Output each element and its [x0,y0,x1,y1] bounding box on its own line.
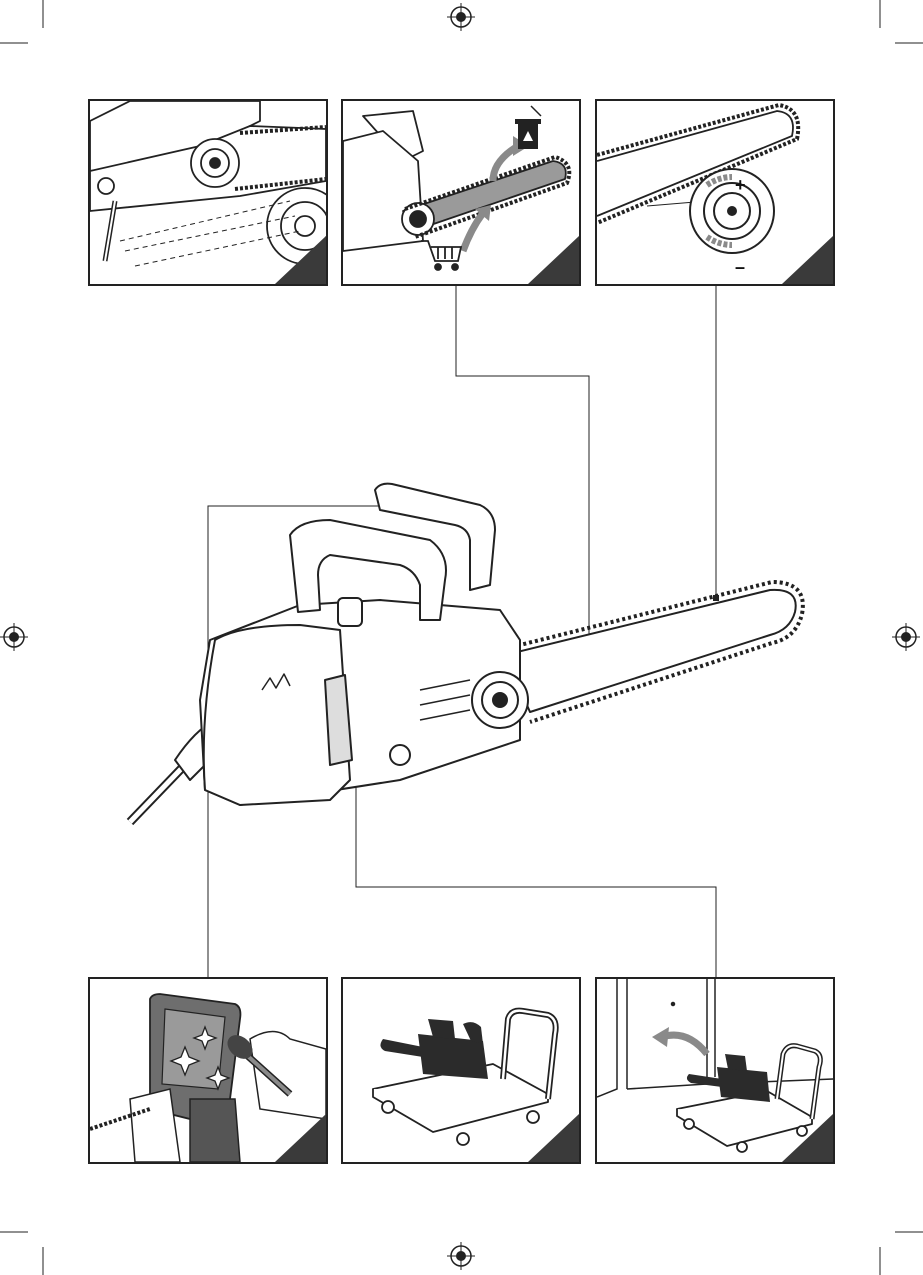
recycle-bin-icon [515,106,541,149]
shopping-cart-icon [421,241,461,270]
tension-knob-icon: + – [597,101,833,284]
storage-cabinet-icon [597,979,833,1162]
cleaning-brush-icon [90,979,326,1162]
registration-mark-bottom [447,1242,475,1270]
plus-sign: + [735,175,746,195]
chain-brake-lever-icon [90,101,326,284]
registration-mark-left [0,623,28,651]
chainsaw-illustration [130,484,803,822]
panel-transport [341,977,581,1164]
cart-transport-icon [343,979,579,1162]
corner-tab [275,1114,326,1162]
minus-sign: – [735,257,745,277]
panel-cleaning [88,977,328,1164]
panel-storage [595,977,835,1164]
panel-bar-chain-replace [341,99,581,286]
corner-tab [782,236,833,284]
bar-replace-recycle-icon [343,101,579,284]
registration-mark-right [892,623,920,651]
chainsaw-silhouette-icon [380,1019,488,1079]
panel-chain-tension: + – [595,99,835,286]
corner-tab [528,236,579,284]
registration-mark-top [447,3,475,31]
panel-chain-brake [88,99,328,286]
